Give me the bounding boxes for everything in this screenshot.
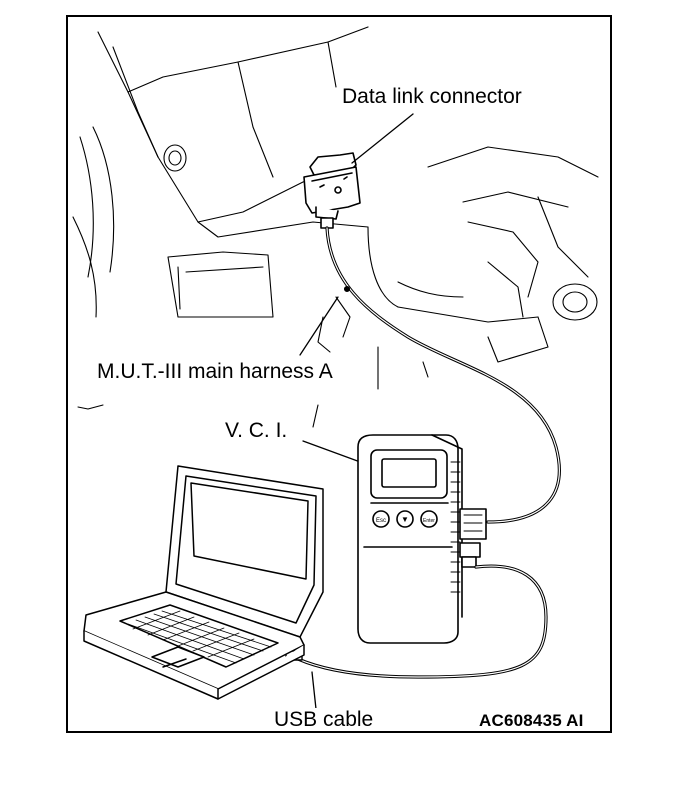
data-link-connector xyxy=(303,152,361,229)
harness-marker xyxy=(343,285,351,293)
leader-harness xyxy=(299,296,339,356)
laptop xyxy=(83,465,324,700)
leader-usb xyxy=(311,671,317,710)
vci-device xyxy=(357,434,487,644)
vehicle-interior-background xyxy=(72,26,599,428)
diagram-frame: Esc ▼ Enter xyxy=(66,15,612,733)
vci-button-down: ▼ xyxy=(401,515,409,524)
data-link-connector-label: Data link connector xyxy=(340,85,524,109)
vci-label: V. C. I. xyxy=(223,419,290,443)
leader-vci xyxy=(302,440,364,464)
vci-button-enter: Enter xyxy=(423,518,435,524)
vci-button-esc: Esc xyxy=(376,518,386,524)
usb-cable-label: USB cable xyxy=(272,708,376,731)
leader-data-link xyxy=(351,113,414,164)
connection-diagram: Esc ▼ Enter xyxy=(72,26,599,710)
main-harness-label: M.U.T.-III main harness A xyxy=(95,360,335,384)
figure-code: AC608435 AI xyxy=(477,711,586,731)
